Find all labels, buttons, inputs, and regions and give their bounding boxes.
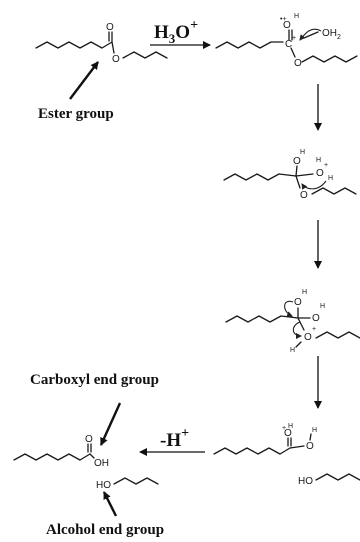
oxygen-charge: •+	[280, 16, 287, 23]
hydroxyl-oxygen: O	[306, 441, 314, 452]
protonated-oxygen: O	[283, 20, 291, 31]
hydrogen: H	[300, 149, 305, 156]
protonated-acid-and-alcohol: O H + O H HO	[213, 423, 360, 487]
alcohol-pointer-arrow	[102, 491, 118, 517]
hydroxyl-oxygen: O	[293, 156, 301, 167]
carbonyl-oxygen: O	[106, 22, 114, 33]
water: OH2	[322, 28, 341, 41]
acid-reagent-label: H3O+	[154, 18, 198, 46]
hydrogen: H	[294, 13, 299, 20]
oxonium-oxygen: O	[304, 332, 312, 343]
carboxyl-pointer-arrow	[99, 402, 122, 446]
ester-oxygen: O	[112, 54, 120, 65]
lone-pair-arrow	[284, 300, 294, 317]
alcohol-product: HO	[96, 477, 159, 491]
oxonium-charge: +	[312, 326, 316, 333]
tetrahedral-intermediate: O H O + H H O	[223, 149, 357, 201]
carbon-charge: +	[292, 35, 296, 42]
water-attack-arrow	[299, 28, 322, 41]
hydrogen: H	[320, 303, 325, 310]
elimination-intermediate: O H O H O + H	[225, 289, 360, 354]
protonated-intermediate: O •+ H C + O OH2	[215, 13, 358, 69]
alcohol-hydroxyl: HO	[298, 476, 313, 487]
alcohol-hydroxyl: HO	[96, 480, 111, 491]
ester-molecule: O O	[35, 22, 168, 65]
carboxyl-end-group-label: Carboxyl end group	[30, 372, 159, 388]
carbonyl-carbon: C	[285, 39, 292, 50]
oxonium-oxygen: O	[316, 168, 324, 179]
proton-transfer-arrow	[301, 180, 327, 190]
hydrogen: H	[290, 347, 295, 354]
hydrogen: H	[328, 175, 333, 182]
hydrogen: H	[312, 427, 317, 434]
hydrogen: H	[302, 289, 307, 296]
alcohol-end-group-label: Alcohol end group	[46, 522, 164, 538]
carboxylic-acid-product: O OH	[13, 434, 109, 469]
hydroxyl-oxygen: O	[312, 313, 320, 324]
ester-group-label: Ester group	[38, 106, 114, 122]
hydrogen: H	[288, 423, 293, 430]
hydroxyl-oxygen: O	[294, 297, 302, 308]
carbonyl-oxygen: O	[284, 428, 292, 439]
carbonyl-oxygen: O	[85, 434, 93, 445]
oxonium-charge: +	[324, 162, 328, 169]
ester-oxygen: O	[294, 58, 302, 69]
carboxyl-hydroxyl: OH	[94, 458, 109, 469]
deprotonation-label: -H+	[160, 426, 189, 451]
oxygen-charge: +	[282, 425, 286, 432]
alkoxy-oxygen: O	[300, 190, 308, 201]
ester-pointer-arrow	[69, 61, 99, 100]
bond-break-arrow	[292, 321, 302, 339]
hydrogen: H	[316, 157, 321, 164]
